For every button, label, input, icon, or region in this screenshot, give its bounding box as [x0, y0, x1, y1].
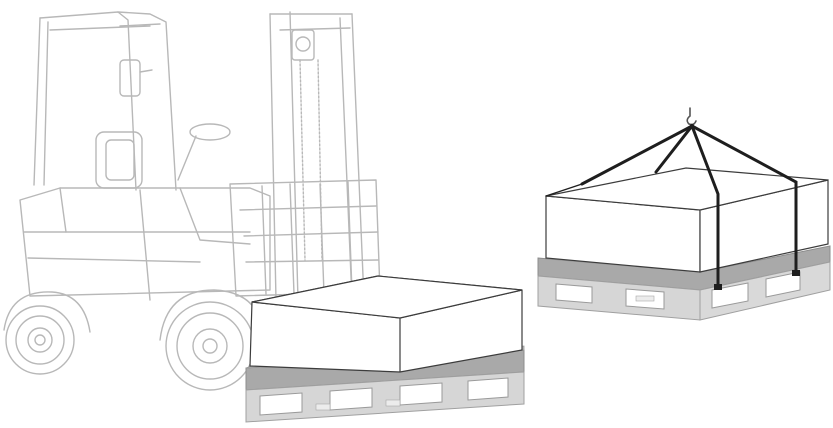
forklift-load	[246, 276, 524, 422]
crane-load	[538, 108, 830, 320]
sling-anchor	[792, 270, 800, 276]
crane-hook	[687, 108, 696, 128]
forklift-box	[250, 276, 522, 372]
sling-anchor	[714, 284, 722, 290]
